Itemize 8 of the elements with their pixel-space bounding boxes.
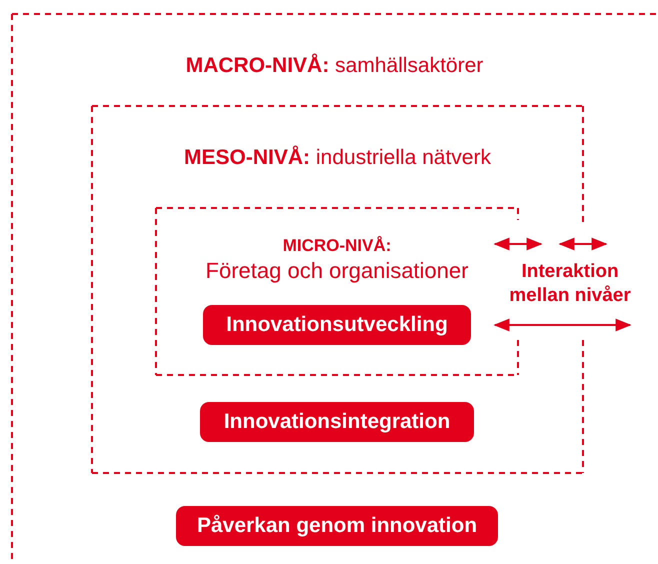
label-pill: Innovationsutveckling (203, 305, 471, 345)
label-pill: Innovationsintegration (200, 402, 474, 442)
interaction-label: Interaktion mellan nivåer (508, 260, 632, 308)
level-heading: Företag och organisationer (206, 258, 468, 283)
level-heading: MICRO-NIVÅ: (282, 236, 392, 255)
label-pill: Påverkan genom innovation (176, 506, 498, 546)
level-heading: MACRO-NIVÅ: samhällsaktörer (186, 54, 484, 77)
level-heading: MESO-NIVÅ: industriella nätverk (184, 146, 491, 169)
